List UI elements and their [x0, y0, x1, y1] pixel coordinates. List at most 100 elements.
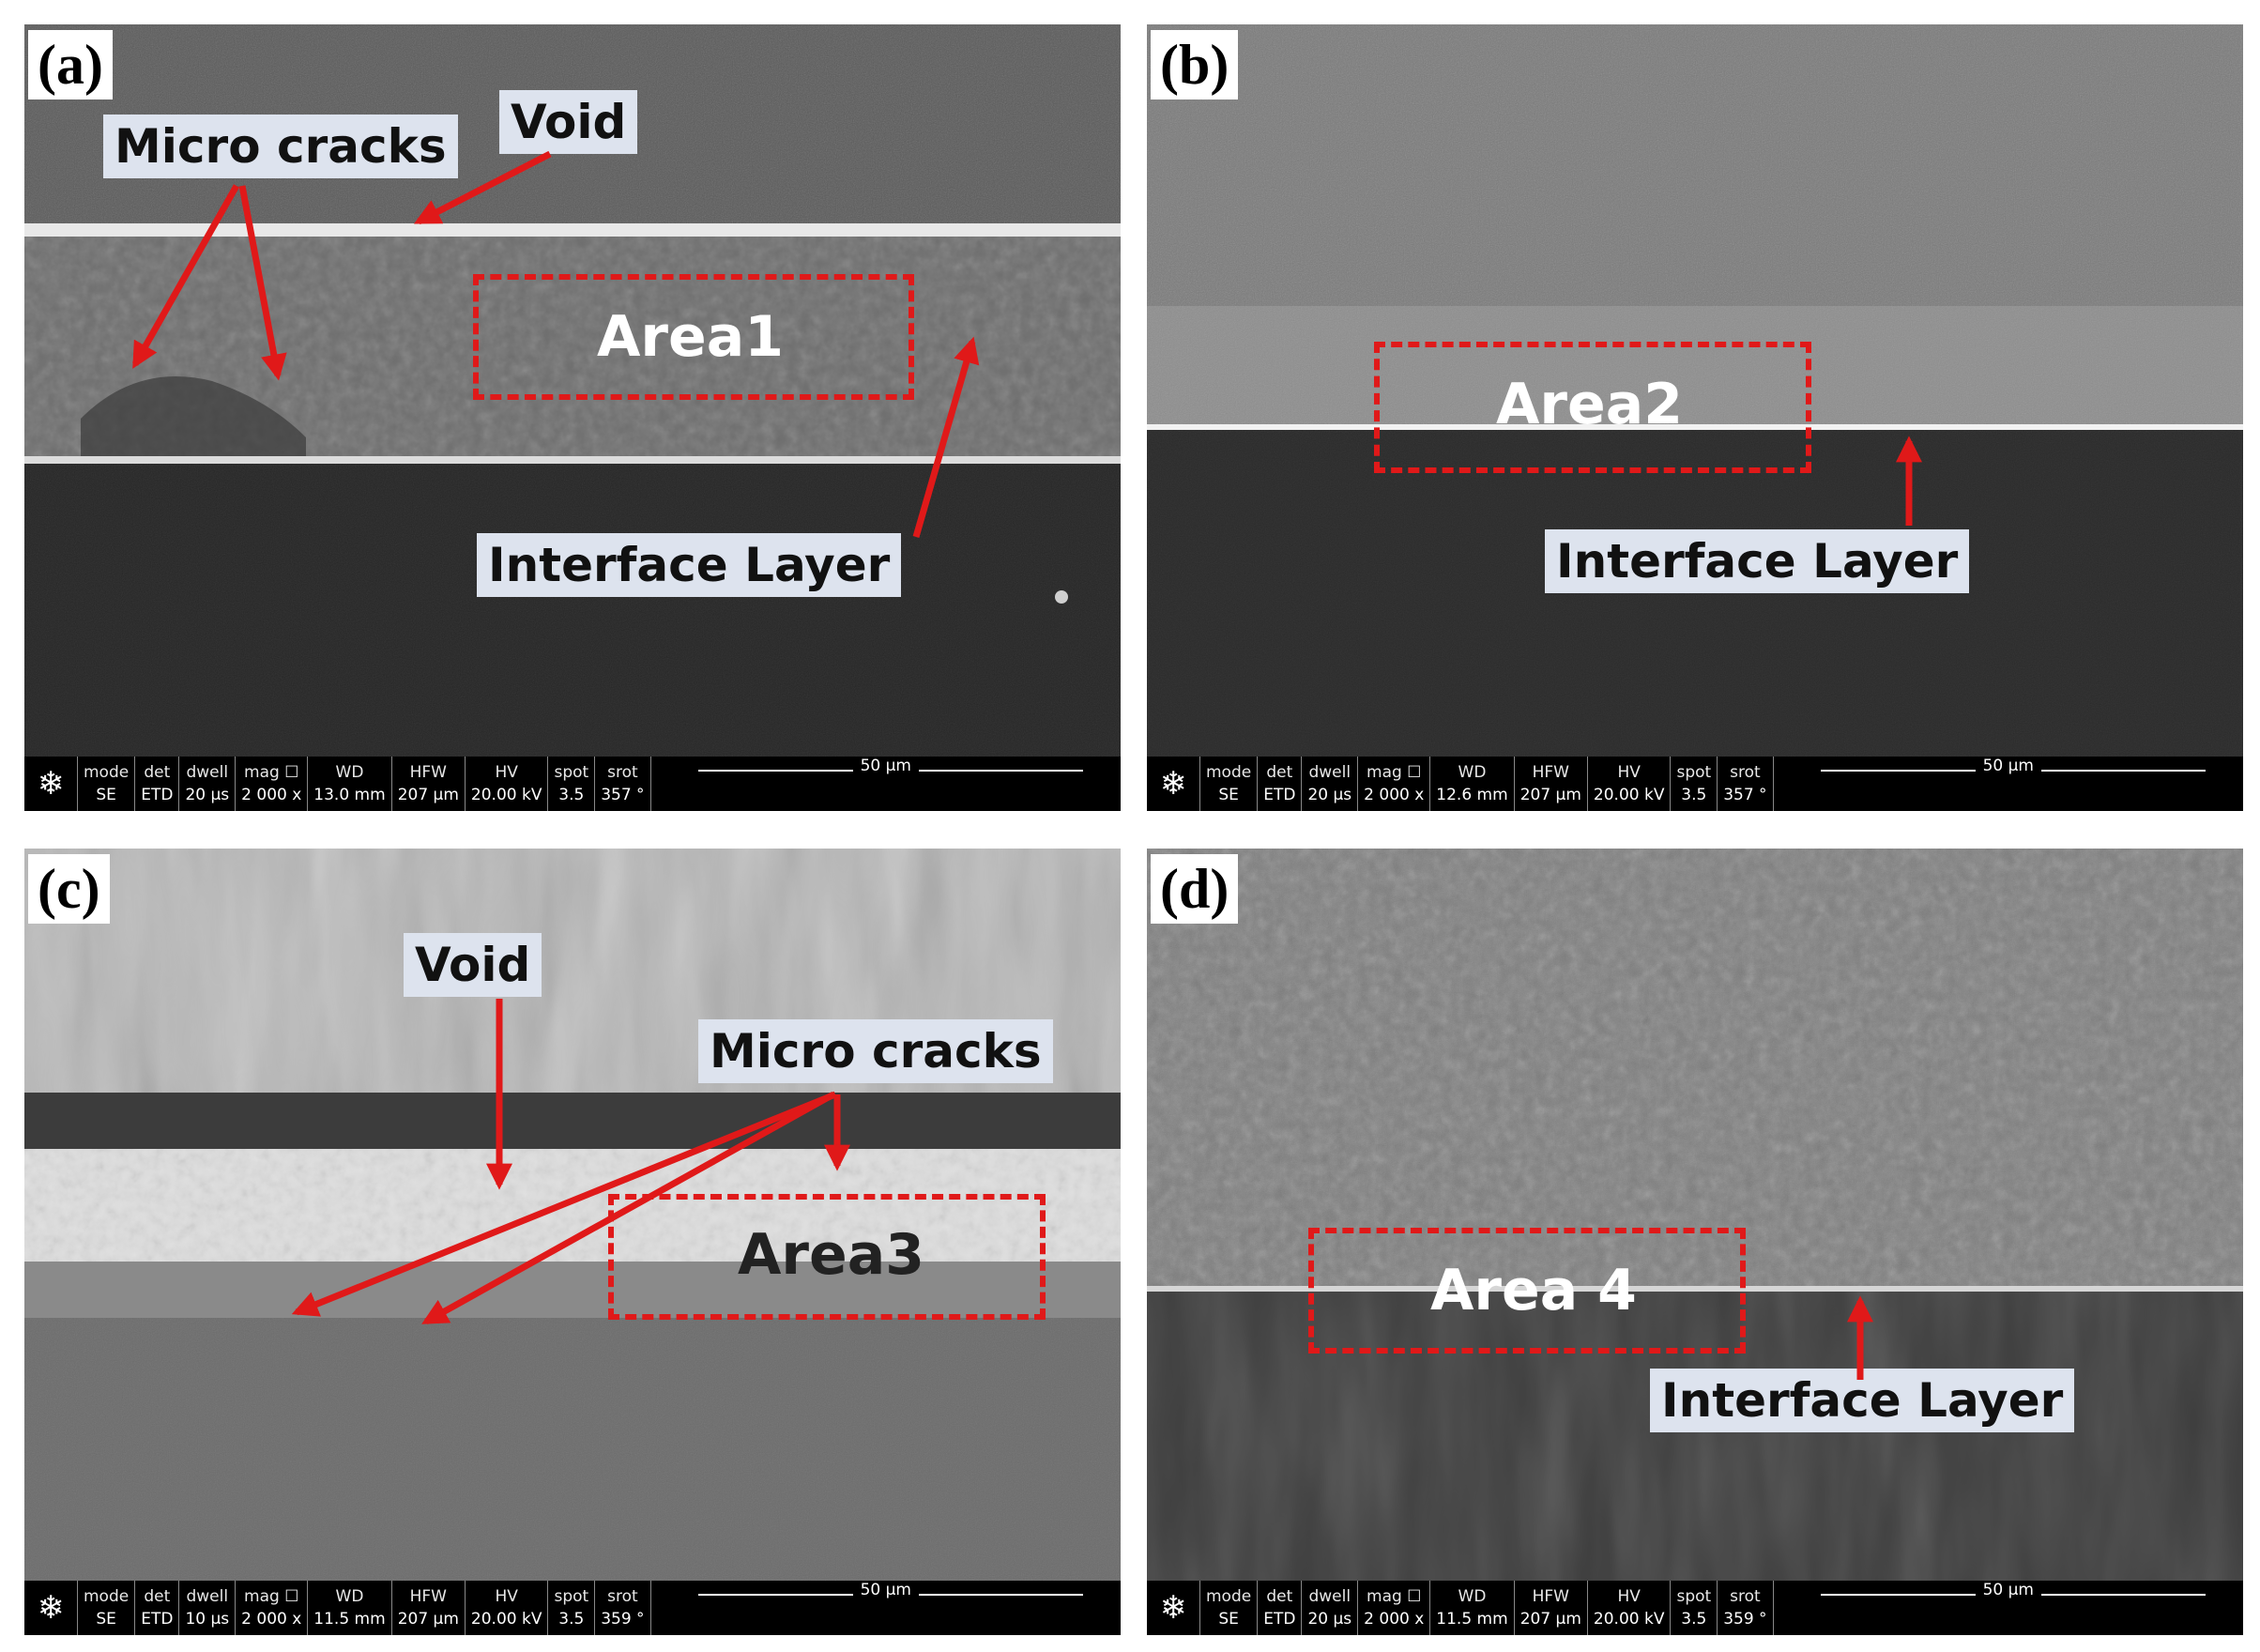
- sem-value: 3.5: [1681, 1610, 1707, 1629]
- sem-value: 10 μs: [185, 1610, 230, 1629]
- sem-key: WD: [335, 763, 364, 782]
- sem-wd: WD 11.5 mm: [1430, 1581, 1515, 1635]
- sem-value: 11.5 mm: [1436, 1610, 1508, 1629]
- sem-key: srot: [607, 1587, 638, 1606]
- sem-key: WD: [335, 1587, 364, 1606]
- sem-key: spot: [554, 763, 589, 782]
- sem-value: 11.5 mm: [313, 1610, 386, 1629]
- sem-key: srot: [1730, 763, 1761, 782]
- sem-key: spot: [554, 1587, 589, 1606]
- sem-value: 357 °: [1723, 786, 1767, 804]
- area-label-c: Area3: [738, 1222, 924, 1288]
- scale-bar-b: 50 μm: [1774, 757, 2243, 811]
- area-label-d: Area 4: [1430, 1258, 1637, 1323]
- area-label-a: Area1: [597, 304, 784, 370]
- area-box-d: [1308, 1228, 1746, 1354]
- sem-key: HV: [1617, 763, 1641, 782]
- scale-bar-text-wrap: 50 μm: [1774, 1581, 2243, 1599]
- sem-key: spot: [1676, 763, 1712, 782]
- sem-key: dwell: [186, 1587, 229, 1606]
- sem-micrograph-b: [1147, 24, 2243, 811]
- sem-key: det: [144, 1587, 171, 1606]
- sem-mag: mag ☐2 000 x: [236, 1581, 309, 1635]
- area-box-a: [473, 274, 914, 400]
- sem-spot: spot 3.5: [548, 1581, 596, 1635]
- callout-micro-cracks-a: Micro cracks: [103, 115, 458, 178]
- sem-key: mode: [1206, 1587, 1252, 1606]
- sem-hfw: HFW 207 μm: [392, 1581, 466, 1635]
- sem-value: 359 °: [601, 1610, 645, 1629]
- sem-value: 2 000 x: [1364, 1610, 1425, 1629]
- fei-logo-icon: ❄: [24, 1581, 78, 1635]
- sem-key: HV: [495, 763, 518, 782]
- sem-key: mode: [84, 1587, 130, 1606]
- sem-value: 20 μs: [1307, 1610, 1352, 1629]
- sem-value: 3.5: [558, 1610, 585, 1629]
- sem-value: SE: [1218, 786, 1239, 804]
- sem-key: HFW: [409, 763, 447, 782]
- sem-key: spot: [1676, 1587, 1712, 1606]
- callout-micro-cracks-c: Micro cracks: [698, 1019, 1053, 1083]
- fei-logo-icon: ❄: [24, 757, 78, 811]
- sem-key: det: [1266, 1587, 1293, 1606]
- sem-value: 20.00 kV: [1593, 1610, 1665, 1629]
- scale-bar-text-wrap: 50 μm: [1774, 757, 2243, 775]
- scale-bar-label: 50 μm: [1975, 757, 2041, 775]
- scale-bar-label: 50 μm: [852, 1581, 919, 1599]
- sem-key: WD: [1458, 1587, 1487, 1606]
- scale-bar-a: 50 μm: [651, 757, 1121, 811]
- callout-interface-layer-a: Interface Layer: [477, 533, 902, 597]
- sem-value: 207 μm: [1519, 1610, 1581, 1629]
- sem-key: HFW: [409, 1587, 447, 1606]
- panel-label-a: (a): [28, 30, 113, 99]
- sem-value: 207 μm: [397, 1610, 459, 1629]
- scale-bar-label: 50 μm: [852, 757, 919, 775]
- sem-value: SE: [1218, 1610, 1239, 1629]
- sem-value: ETD: [141, 1610, 174, 1629]
- sem-mag: mag ☐2 000 x: [1358, 757, 1431, 811]
- sem-value: 20 μs: [185, 786, 230, 804]
- scale-bar-text-wrap: 50 μm: [651, 757, 1121, 775]
- sem-srot: srot 359 °: [595, 1581, 651, 1635]
- sem-value: 20.00 kV: [1593, 786, 1665, 804]
- sem-value: 20.00 kV: [470, 1610, 542, 1629]
- sem-srot: srot 357 °: [1718, 757, 1774, 811]
- sem-wd: WD 11.5 mm: [308, 1581, 392, 1635]
- fei-logo-icon: ❄: [1147, 757, 1200, 811]
- sem-value: 2 000 x: [241, 1610, 302, 1629]
- sem-key: mag ☐: [244, 763, 299, 782]
- sem-key: HFW: [1532, 763, 1569, 782]
- scale-bar-d: 50 μm: [1774, 1581, 2243, 1635]
- panel-label-b: (b): [1151, 30, 1239, 99]
- area-label-b: Area2: [1496, 372, 1683, 437]
- sem-key: mode: [1206, 763, 1252, 782]
- sem-value: 207 μm: [397, 786, 459, 804]
- panel-a: (a) Micro cracks Void Interface Layer Ar…: [24, 24, 1121, 811]
- sem-dwell: dwell 10 μs: [179, 1581, 237, 1635]
- sem-value: 2 000 x: [241, 786, 302, 804]
- sem-key: det: [144, 763, 171, 782]
- sem-key: srot: [607, 763, 638, 782]
- sem-mag: mag ☐2 000 x: [1358, 1581, 1431, 1635]
- callout-interface-layer-d: Interface Layer: [1650, 1369, 2075, 1432]
- scale-bar-c: 50 μm: [651, 1581, 1121, 1635]
- sem-value: 359 °: [1723, 1610, 1767, 1629]
- fei-logo-icon: ❄: [1147, 1581, 1200, 1635]
